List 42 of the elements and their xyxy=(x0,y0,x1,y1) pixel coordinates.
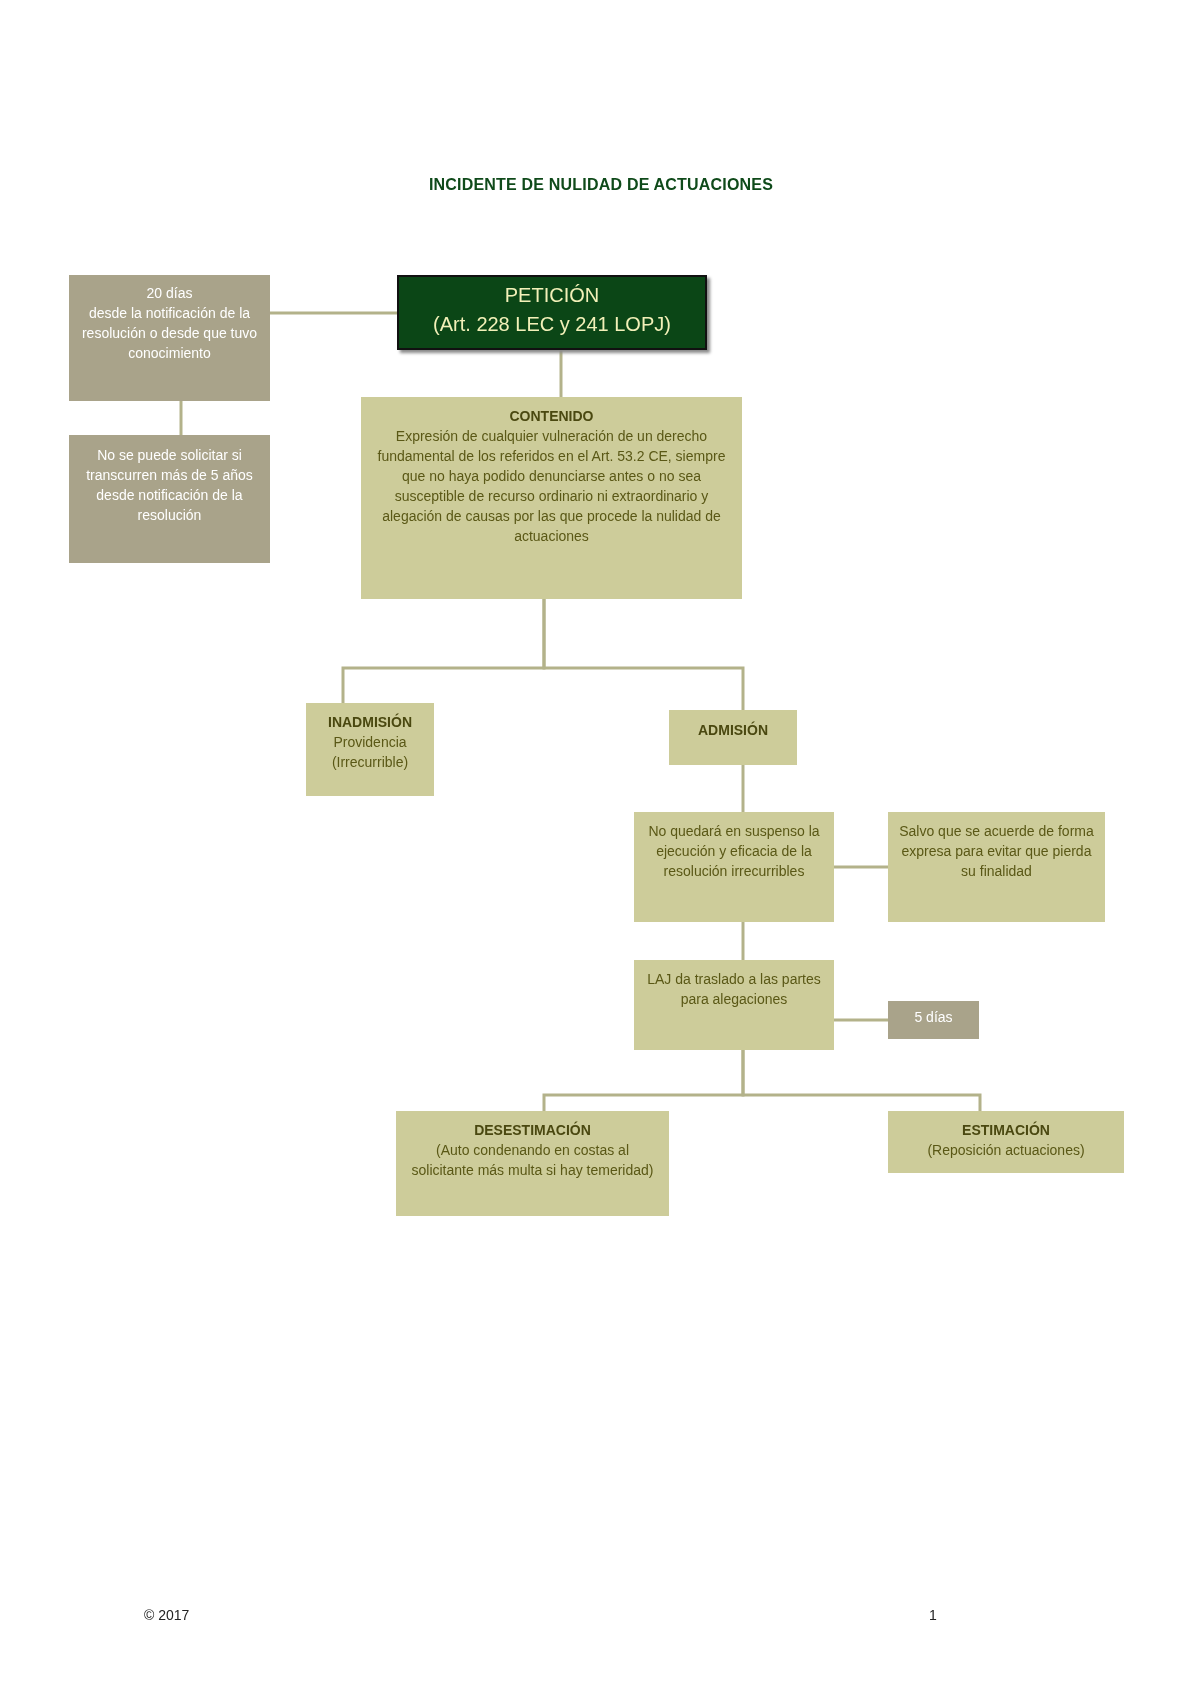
process-box xyxy=(888,812,1105,922)
box-heading: INADMISIÓN xyxy=(328,712,412,732)
box-text: Providencia (Irrecurrible) xyxy=(330,733,410,772)
note-box xyxy=(69,275,270,401)
connector-line xyxy=(179,401,183,435)
box-text: 20 días xyxy=(146,284,193,303)
note-box xyxy=(888,1001,979,1039)
process-box xyxy=(669,710,797,765)
connector-line xyxy=(270,311,397,315)
box-heading: ESTIMACIÓN xyxy=(962,1120,1050,1140)
box-text: LAJ da traslado a las partes para alegaciones xyxy=(646,970,822,1009)
box-text: No quedará en suspenso la ejecución y eficacia de la resolución irrecurribles xyxy=(647,822,821,881)
note-box xyxy=(69,435,270,563)
connector-line xyxy=(542,599,745,710)
box-text: Expresión de cualquier vulneración de un derecho fundamental de los referidos en el Art. 53.2 CE, siempre que no haya podido denunciarse antes o no sea susceptible de recurso ordinario ni extraordinario y alegación de causas por las que procede la nulidad de actuaciones xyxy=(376,427,727,546)
connector-line xyxy=(834,1018,888,1022)
connector-line xyxy=(741,922,745,960)
process-box xyxy=(396,1111,669,1216)
process-box xyxy=(888,1111,1124,1173)
box-text: 5 días xyxy=(914,1008,953,1027)
box-text: PETICIÓN xyxy=(504,282,600,308)
diagram-title: INCIDENTE DE NULIDAD DE ACTUACIONES xyxy=(428,176,774,194)
box-text: desde la notificación de la resolución o desde que tuvo conocimiento xyxy=(80,304,259,363)
connector-line xyxy=(559,350,563,397)
copyright-note: © 2017 xyxy=(144,1606,190,1624)
box-text: Salvo que se acuerde de forma expresa para evitar que pierda su finalidad xyxy=(898,822,1095,881)
box-heading: ADMISIÓN xyxy=(698,720,768,740)
box-text: (Art. 228 LEC y 241 LOPJ) xyxy=(433,311,671,337)
process-box xyxy=(634,960,834,1050)
box-text: (Reposición actuaciones) xyxy=(927,1141,1085,1160)
connector-line xyxy=(834,865,888,869)
title-box xyxy=(397,275,707,350)
box-text: (Auto condenando en costas al solicitante más multa si hay temeridad) xyxy=(410,1141,655,1180)
process-box xyxy=(361,397,742,599)
page-number: 1 xyxy=(929,1606,937,1624)
box-heading: CONTENIDO xyxy=(509,407,594,426)
connector-line xyxy=(741,1050,982,1111)
connector-line xyxy=(741,765,745,812)
process-box xyxy=(634,812,834,922)
process-box xyxy=(306,703,434,796)
box-heading: DESESTIMACIÓN xyxy=(474,1120,591,1140)
box-text: No se puede solicitar si transcurren más de 5 años desde notificación de la resolución xyxy=(85,446,254,525)
